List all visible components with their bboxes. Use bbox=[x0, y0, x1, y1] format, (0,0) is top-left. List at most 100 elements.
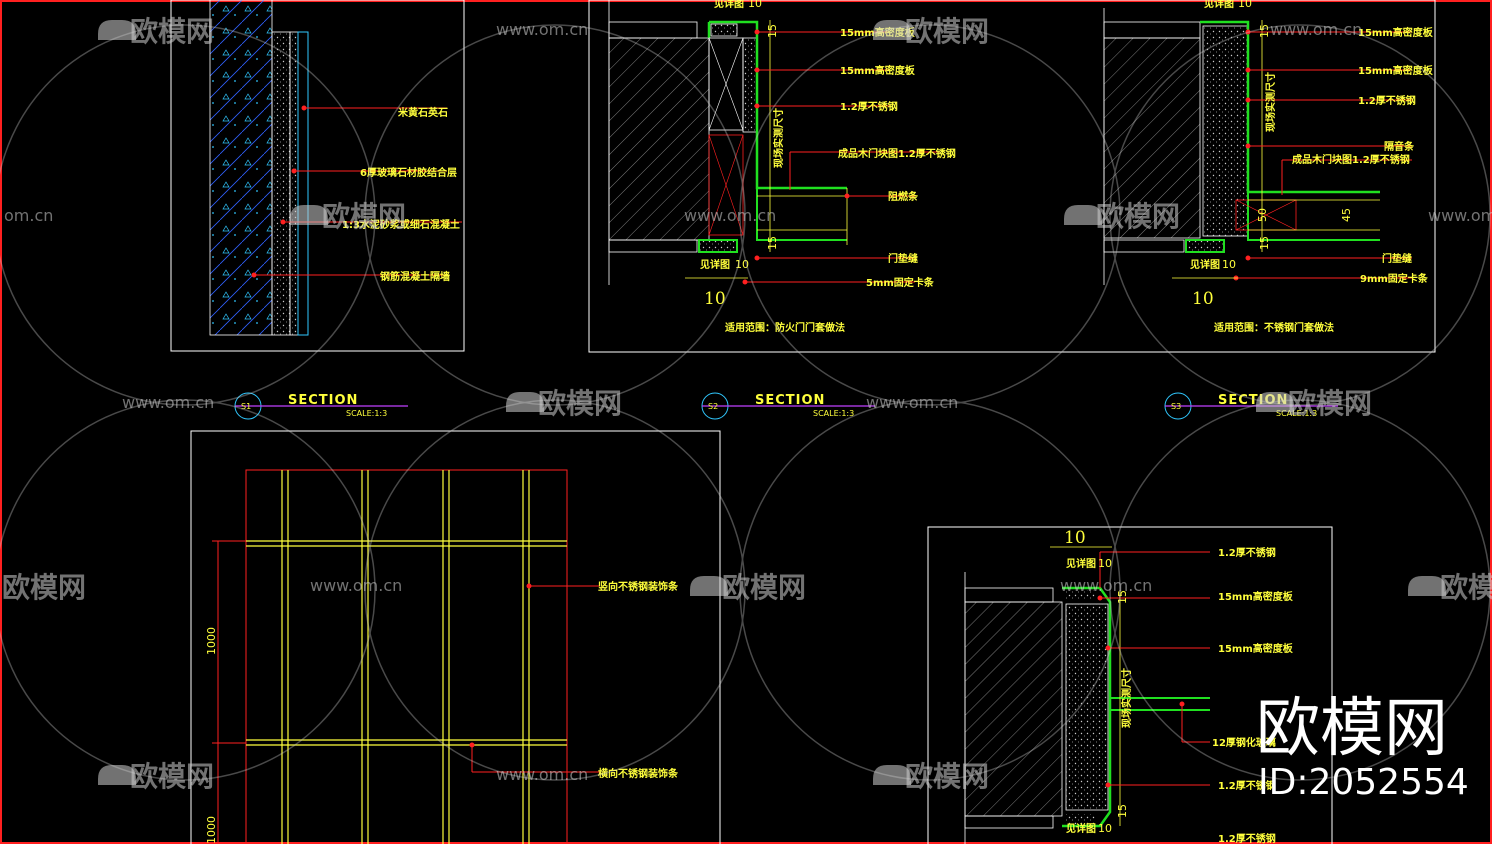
detail-3-note-top: 见详图 bbox=[1204, 0, 1234, 10]
section-s1-scale: SCALE:1:3 bbox=[346, 409, 387, 418]
concrete-wall bbox=[209, 0, 273, 336]
watermark-brand-4: 欧模网 bbox=[1096, 200, 1180, 233]
brand-logo-large: 欧模网 bbox=[1256, 692, 1448, 766]
watermark-layer bbox=[0, 24, 1491, 781]
detail-5-label-1: 1.2厚不锈钢 bbox=[1218, 546, 1276, 559]
detail-5-dim-top: 10 bbox=[1098, 557, 1112, 570]
detail-2-label-6: 门垫缝 bbox=[888, 252, 918, 265]
watermark-url-4: www.om.cn bbox=[684, 206, 776, 225]
watermark-brand-8: 欧模网 bbox=[722, 571, 806, 604]
section-title-s2: S2 SECTION SCALE:1:3 bbox=[701, 392, 875, 420]
detail-2-label-5: 阻燃条 bbox=[888, 190, 919, 203]
section-s2-num: S2 bbox=[708, 402, 718, 411]
watermark-url-10: www.om.cn bbox=[496, 765, 588, 784]
detail-3-note-bottom: 见详图 bbox=[1190, 258, 1220, 271]
section-s2-title: SECTION bbox=[755, 393, 825, 408]
watermark-brand-10: 欧模网 bbox=[130, 760, 214, 793]
section-s3-num: S3 bbox=[1171, 402, 1181, 411]
section-title-s1: S1 SECTION SCALE:1:3 bbox=[234, 392, 408, 420]
watermark-brand-3: 欧模网 bbox=[322, 200, 406, 233]
detail-2-note-bottom: 见详图 bbox=[700, 258, 730, 271]
watermark-brand-6: 欧模网 bbox=[1288, 387, 1372, 420]
detail-3-vertical-label: 现场实测尺寸 bbox=[1264, 72, 1277, 132]
detail-3-steel-door-frame: 15mm高密度板 15mm高密度板 1.2厚不锈钢 隔音条 成品木门块图1.2厚… bbox=[1103, 0, 1434, 334]
watermark-url-8: www.om.cn bbox=[310, 576, 402, 595]
model-id-text: ID:2052554 bbox=[1258, 762, 1469, 803]
detail-5-label-4: 12厚钢化玻璃 bbox=[1212, 736, 1276, 749]
detail-5-note-bottom: 见详图 bbox=[1066, 822, 1096, 835]
detail-2-label-4: 成品木门块图1.2厚不锈钢 bbox=[838, 147, 956, 160]
detail-2-label-3: 1.2厚不锈钢 bbox=[840, 100, 898, 113]
detail-3-dim-right-bottom: 15 bbox=[1258, 236, 1271, 250]
watermark-url-5: www.om.cn bbox=[1428, 206, 1492, 225]
watermark-url-2: www.om.cn bbox=[1270, 20, 1362, 39]
detail-3-dim-top: 10 bbox=[1238, 0, 1252, 10]
detail-3-dim-right-top: 15 bbox=[1258, 24, 1271, 38]
detail-3-label-7: 9mm固定卡条 bbox=[1360, 272, 1429, 285]
detail-1-label-3: 1:3水泥砂浆或细石混凝土 bbox=[342, 218, 460, 231]
detail-2-dim-bottom: 10 bbox=[735, 258, 749, 271]
elevation-label-1: 竖向不锈钢装饰条 bbox=[598, 580, 679, 593]
watermark-brand-2: 欧模网 bbox=[905, 15, 989, 48]
watermark-url-1: www.om.cn bbox=[496, 20, 588, 39]
detail-3-label-5: 成品木门块图1.2厚不锈钢 bbox=[1292, 153, 1410, 166]
detail-3-dim-inner-1: 50 bbox=[1256, 208, 1269, 222]
detail-5-label-5: 1.2厚不锈钢 bbox=[1218, 779, 1276, 792]
watermark-brand-1: 欧模网 bbox=[130, 15, 214, 48]
section-s1-num: S1 bbox=[241, 402, 251, 411]
detail-1-label-2: 6厚玻璃石材胶结合层 bbox=[360, 166, 457, 179]
detail-3-label-3: 1.2厚不锈钢 bbox=[1358, 94, 1416, 107]
elevation-label-2: 横向不锈钢装饰条 bbox=[598, 767, 679, 780]
detail-3-dim-bottom: 10 bbox=[1222, 258, 1236, 271]
mortar-layer bbox=[271, 31, 291, 336]
watermark-url-6: www.om.cn bbox=[122, 393, 214, 412]
elevation-grid: 1000 1000 竖向不锈钢装饰条 横向不锈钢装饰条 bbox=[190, 430, 721, 844]
elevation-dim-1: 1000 bbox=[205, 627, 218, 655]
detail-5-note-top: 见详图 bbox=[1066, 557, 1096, 570]
detail-1-stone-wall: 米黄石英石 6厚玻璃石材胶结合层 1:3水泥砂浆或细石混凝土 钢筋混凝土隔墙 bbox=[170, 0, 465, 352]
stone-finish bbox=[297, 31, 309, 336]
detail-5-dim-right-top: 15 bbox=[1116, 590, 1129, 604]
watermark-urls: www.om.cn www.om.cn om.cn www.om.cn www.… bbox=[4, 20, 1492, 784]
detail-2-vertical-label: 现场实测尺寸 bbox=[772, 108, 785, 168]
detail-2-dim-right-top: 15 bbox=[766, 24, 779, 38]
watermark-brand-logos: 欧模网 欧模网 欧模网 欧模网 欧模网 欧模网 欧模网 欧模网 欧模网 欧模网 … bbox=[2, 15, 1492, 793]
detail-1-label-1: 米黄石英石 bbox=[398, 106, 448, 119]
detail-2-dim-right-bottom: 15 bbox=[766, 236, 779, 250]
detail-2-label-7: 5mm固定卡条 bbox=[866, 276, 935, 289]
detail-5-label-2: 15mm高密度板 bbox=[1218, 590, 1294, 603]
detail-3-label-4: 隔音条 bbox=[1384, 140, 1415, 153]
watermark-brand-7: 欧模网 bbox=[2, 571, 86, 604]
detail-2-fire-door-frame: 15mm高密度板 15mm高密度板 1.2厚不锈钢 成品木门块图1.2厚不锈钢 … bbox=[588, 0, 1436, 353]
detail-3-dim-bottom-big: 10 bbox=[1192, 289, 1214, 309]
detail-5-dim-right-bottom: 15 bbox=[1116, 804, 1129, 818]
detail-1-label-4: 钢筋混凝土隔墙 bbox=[380, 270, 450, 283]
detail-2-dim-top: 10 bbox=[748, 0, 762, 10]
watermark-url-3: om.cn bbox=[4, 206, 53, 225]
detail-3-label-1: 15mm高密度板 bbox=[1358, 26, 1434, 39]
detail-2-caption: 适用范围：防火门门套做法 bbox=[725, 321, 845, 334]
detail-2-label-2: 15mm高密度板 bbox=[840, 64, 916, 77]
section-s2-scale: SCALE:1:3 bbox=[813, 409, 854, 418]
detail-5-glass-section: 1.2厚不锈钢 15mm高密度板 15mm高密度板 12厚钢化玻璃 1.2厚不锈… bbox=[927, 526, 1333, 844]
detail-3-label-6: 门垫缝 bbox=[1382, 252, 1412, 265]
detail-3-label-2: 15mm高密度板 bbox=[1358, 64, 1434, 77]
watermark-brand-9: 欧模网 bbox=[1440, 571, 1492, 604]
detail-5-label-6: 1.2厚不锈钢 bbox=[1218, 832, 1276, 844]
watermark-sofa-icons bbox=[98, 20, 1446, 785]
elevation-dim-2: 1000 bbox=[205, 816, 218, 844]
detail-3-dim-inner-2: 45 bbox=[1340, 208, 1353, 222]
detail-2-dim-bottom-big: 10 bbox=[704, 289, 726, 309]
watermark-brand-11: 欧模网 bbox=[905, 760, 989, 793]
watermark-url-9: www.om.cn bbox=[1060, 576, 1152, 595]
watermark-brand-5: 欧模网 bbox=[538, 387, 622, 420]
detail-5-dim-bottom: 10 bbox=[1098, 822, 1112, 835]
watermark-url-7: www.om.cn bbox=[866, 393, 958, 412]
detail-5-label-3: 15mm高密度板 bbox=[1218, 642, 1294, 655]
section-s3-scale: SCALE:1:3 bbox=[1276, 409, 1317, 418]
detail-5-frame bbox=[927, 526, 1333, 844]
detail-2-note-top: 见详图 bbox=[714, 0, 744, 10]
adhesive-layer bbox=[289, 31, 299, 336]
